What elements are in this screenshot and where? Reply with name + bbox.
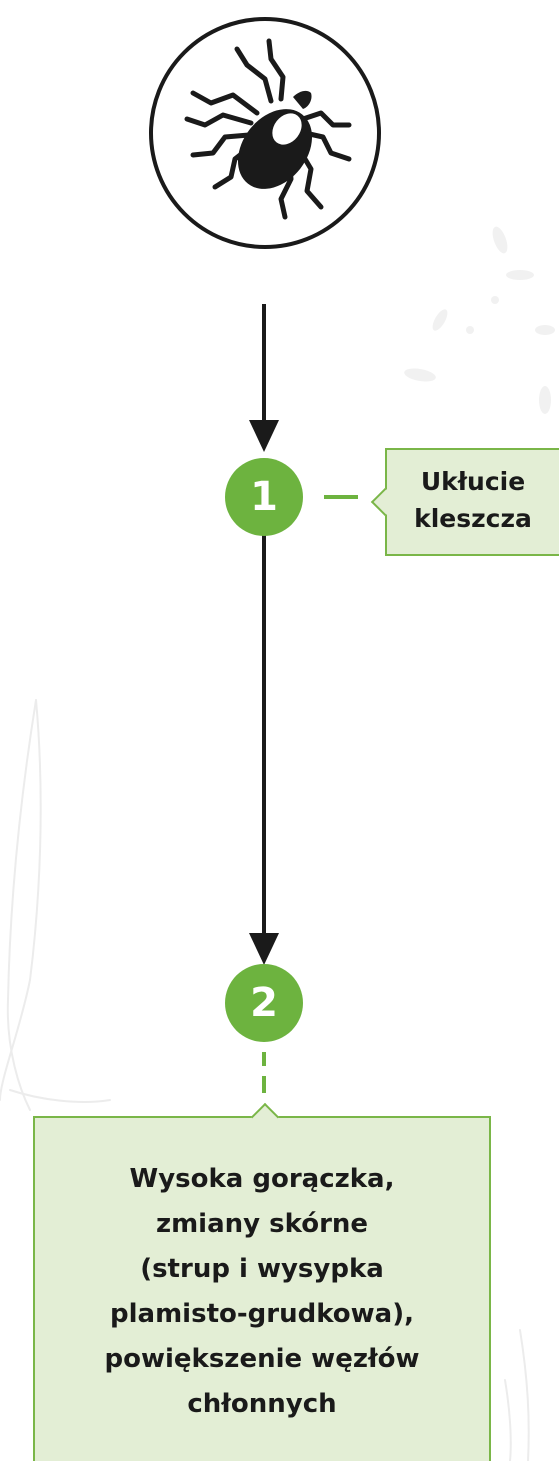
arrow-1 [249,304,279,452]
step-2-text-line: plamisto-grudkowa), [110,1299,414,1329]
arrow-2 [249,530,279,965]
step-1-callout: Ukłucie kleszcza [370,448,559,556]
step-2-callout: Wysoka gorączka, zmiany skórne (strup i … [33,1102,491,1461]
step-2-text-line: zmiany skórne [155,1209,369,1239]
step-2-text-line: chłonnych [187,1389,337,1419]
step-1-text-line: Ukłucie [420,467,526,496]
step-2-text-line: (strup i wysypka [140,1254,384,1284]
step-1-text-line: kleszcza [414,504,532,533]
step-1-number: 1 [225,458,303,536]
tick-icon-container [149,17,381,249]
tick-icon [184,38,352,220]
step-2-text-line: powiększenie węzłów [104,1344,420,1374]
step-2-number: 2 [225,964,303,1042]
step-2-text-line: Wysoka gorączka, [129,1164,395,1194]
